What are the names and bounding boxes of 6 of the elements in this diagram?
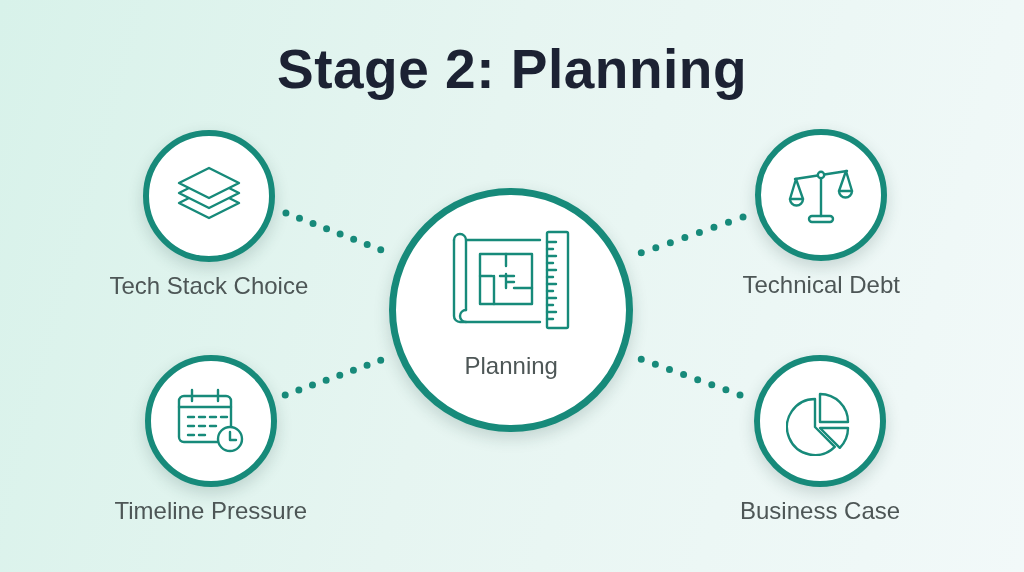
node-label: Business Case xyxy=(740,497,901,525)
node-label: Planning xyxy=(464,352,558,380)
node-label: Technical Debt xyxy=(742,271,900,299)
node-label: Tech Stack Choice xyxy=(109,272,309,300)
node-label: Timeline Pressure xyxy=(114,497,307,525)
diagram-title: Stage 2: Planning xyxy=(277,38,747,100)
